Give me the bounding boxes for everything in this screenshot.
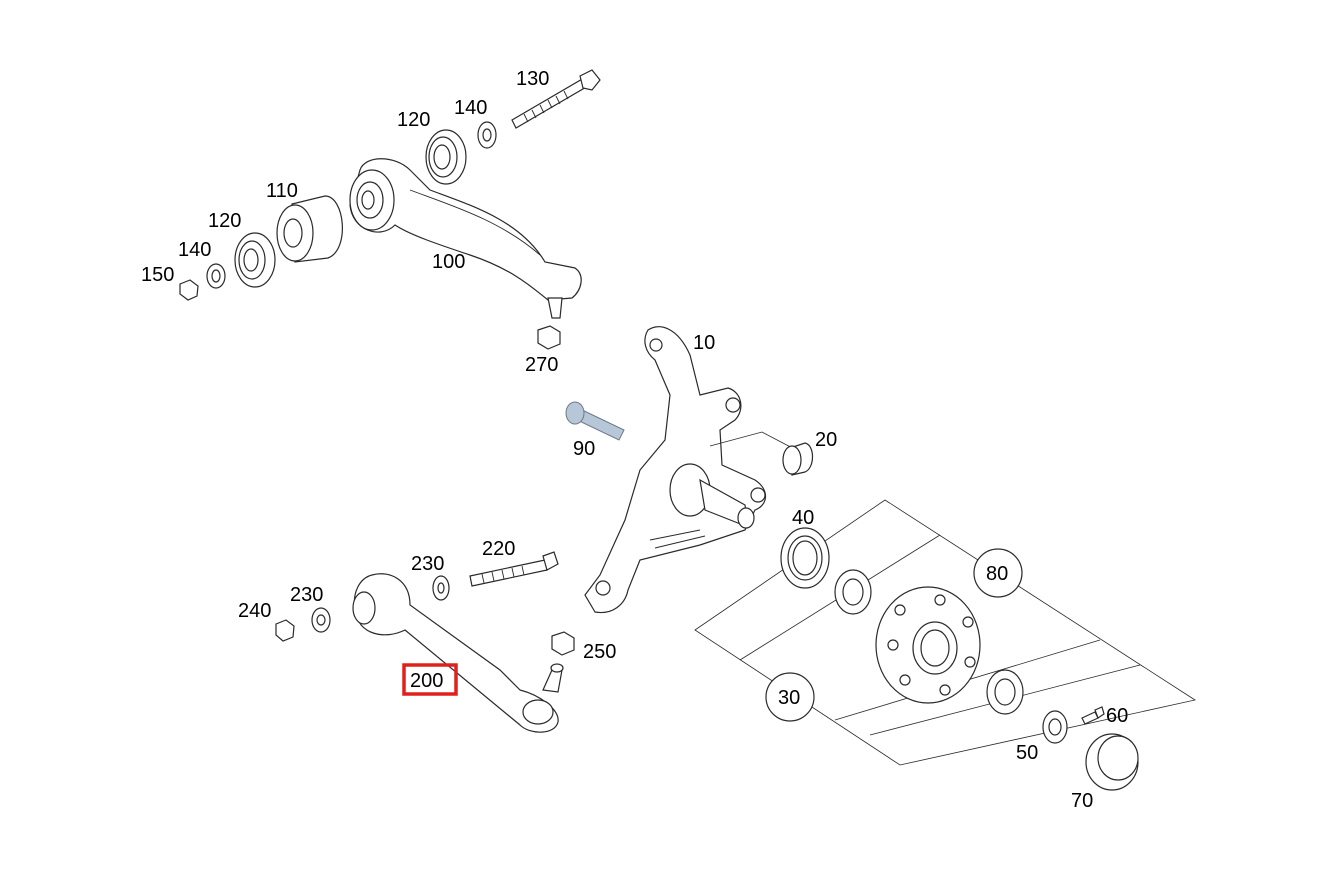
part-60-screw[interactable] — [1081, 706, 1105, 725]
part-200-lower-control-arm[interactable] — [352, 573, 564, 733]
label-90[interactable]: 90 — [573, 438, 595, 460]
part-270-nut[interactable] — [537, 325, 561, 350]
label-230-upper[interactable]: 230 — [411, 553, 444, 575]
label-270[interactable]: 270 — [525, 354, 558, 376]
part-140-washer-upper[interactable] — [477, 121, 497, 149]
label-120-upper[interactable]: 120 — [397, 109, 430, 131]
label-220[interactable]: 220 — [482, 538, 515, 560]
label-140-upper[interactable]: 140 — [454, 97, 487, 119]
highlight-box-200 — [402, 663, 458, 696]
label-120-lower[interactable]: 120 — [208, 210, 241, 232]
label-60[interactable]: 60 — [1106, 705, 1128, 727]
label-250[interactable]: 250 — [583, 641, 616, 663]
label-80[interactable]: 80 — [986, 563, 1008, 585]
label-30[interactable]: 30 — [778, 687, 800, 709]
part-10-steering-knuckle[interactable] — [584, 326, 767, 614]
label-110[interactable]: 110 — [266, 180, 298, 202]
part-110-bushing[interactable] — [276, 195, 343, 263]
part-230-washer-upper[interactable] — [432, 575, 450, 601]
part-150-nut[interactable] — [179, 279, 199, 301]
part-40-seal[interactable] — [780, 527, 830, 589]
callout-circle-80 — [973, 548, 1023, 598]
part-90-bolt[interactable] — [565, 401, 625, 441]
part-120-bushing-lower[interactable] — [234, 232, 276, 288]
part-140-washer-lower[interactable] — [206, 263, 226, 289]
part-240-nut[interactable] — [275, 619, 295, 642]
part-100-upper-control-arm[interactable] — [349, 158, 582, 319]
part-50-clamp-nut[interactable] — [1042, 710, 1068, 744]
part-230-washer-lower[interactable] — [311, 607, 331, 633]
part-bearing-inner[interactable] — [834, 569, 872, 615]
label-50[interactable]: 50 — [1016, 742, 1038, 764]
label-70[interactable]: 70 — [1071, 790, 1093, 812]
part-220-bolt[interactable] — [469, 551, 559, 587]
label-240[interactable]: 240 — [238, 600, 271, 622]
part-20-bushing[interactable] — [709, 431, 814, 476]
label-130[interactable]: 130 — [516, 68, 549, 90]
label-20[interactable]: 20 — [815, 429, 837, 451]
label-40[interactable]: 40 — [792, 507, 814, 529]
label-10[interactable]: 10 — [693, 332, 715, 354]
part-130-bolt[interactable] — [511, 69, 601, 129]
label-230-lower[interactable]: 230 — [290, 584, 323, 606]
part-bearing-outer[interactable] — [986, 669, 1024, 715]
label-200[interactable]: 200 — [410, 670, 443, 692]
part-wheel-hub[interactable] — [875, 586, 981, 704]
callout-circle-30 — [765, 672, 815, 722]
part-250-nut[interactable] — [551, 631, 575, 656]
part-70-cap[interactable] — [1085, 733, 1139, 791]
part-120-bushing-upper[interactable] — [425, 129, 467, 185]
label-140-lower[interactable]: 140 — [178, 239, 211, 261]
label-100[interactable]: 100 — [432, 251, 465, 273]
label-150[interactable]: 150 — [141, 264, 174, 286]
